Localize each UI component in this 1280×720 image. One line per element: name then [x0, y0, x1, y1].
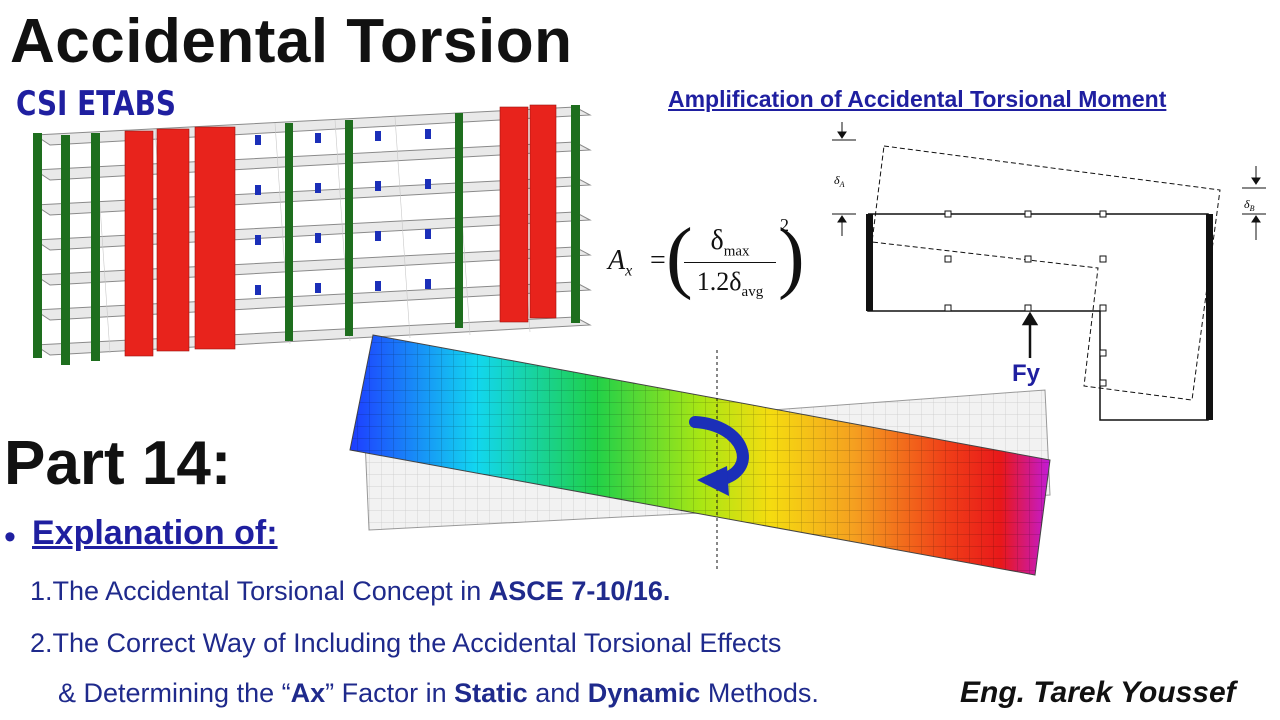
delta-a-dimension [832, 122, 856, 236]
columns [33, 105, 580, 365]
formula-numerator: δmax [710, 225, 750, 260]
delta-a-label: δA [834, 173, 845, 189]
delta-b-label: δB [1244, 197, 1255, 213]
displaced-plan [871, 145, 1221, 401]
formula-lhs: Ax [608, 245, 633, 280]
amplification-heading: Amplification of Accidental Torsional Mo… [668, 86, 1167, 112]
software-subtitle: CSI ETABS [16, 84, 176, 124]
shear-wall-left [866, 214, 873, 311]
nodes [944, 210, 1107, 387]
bullet-icon: • [4, 518, 16, 556]
delta-b-dimension [1242, 166, 1266, 240]
beams [255, 129, 431, 295]
torsion-plan-diagram: δA δB [832, 122, 1266, 421]
shear-walls [124, 104, 557, 357]
formula-exponent: 2 [780, 215, 789, 235]
part-label: Part 14: [4, 429, 232, 498]
list-item-1: 1.The Accidental Torsional Concept in AS… [30, 576, 671, 606]
list-item-2: 2.The Correct Way of Including the Accid… [30, 628, 782, 658]
shear-wall-right [1206, 214, 1213, 420]
force-label: Fy [1012, 360, 1041, 387]
force-arrow [1021, 311, 1039, 358]
amplification-formula: Ax = ( δmax 1.2δavg ) 2 [608, 213, 805, 301]
list-item-2-continuation: & Determining the “Ax” Factor in Static … [58, 678, 819, 708]
torsion-contour-plot [349, 334, 1051, 576]
formula-denominator: 1.2δavg [696, 267, 764, 301]
fraction-bar [684, 262, 776, 263]
author-name: Eng. Tarek Youssef [960, 676, 1236, 709]
page-title: Accidental Torsion [10, 7, 573, 76]
rotation-arrow-icon [689, 416, 749, 486]
explanation-heading: Explanation of: [32, 514, 278, 552]
building-3d-model [33, 104, 592, 365]
